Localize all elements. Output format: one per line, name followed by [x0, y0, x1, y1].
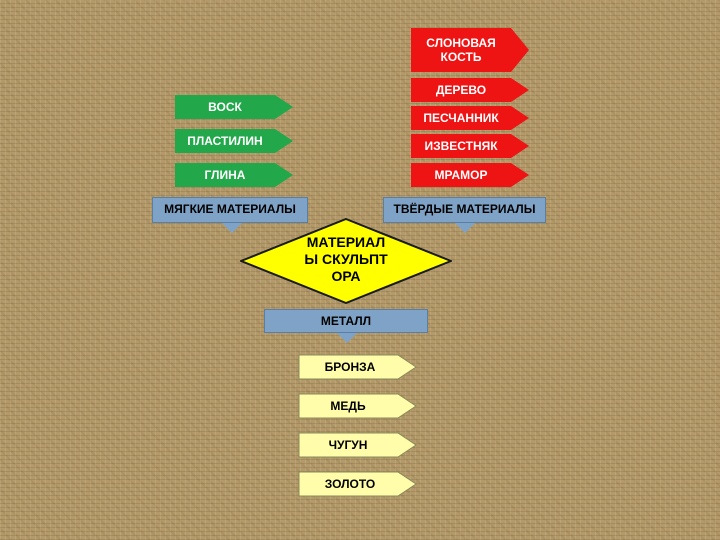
- metal-item-copper: МЕДЬ: [298, 393, 417, 419]
- soft-item-plasticine: ПЛАСТИЛИН: [175, 129, 293, 153]
- metal-item-bronze: БРОНЗА: [298, 354, 417, 380]
- soft-arrow: [222, 223, 242, 233]
- metal-item-label: БРОНЗА: [325, 360, 376, 374]
- metal-label: МЕТАЛЛ: [320, 314, 372, 328]
- hard-materials-label: ТВЁРДЫЕ МАТЕРИАЛЫ: [393, 202, 536, 216]
- hard-item-wood: ДЕРЕВО: [411, 78, 529, 102]
- metal-item-cast-iron: ЧУГУН: [298, 432, 417, 458]
- hard-arrow: [455, 223, 475, 233]
- hard-item-ivory: СЛОНОВАЯ КОСТЬ: [411, 28, 529, 72]
- soft-item-label: ВОСК: [208, 100, 242, 114]
- metal-item-gold: ЗОЛОТО: [298, 471, 417, 497]
- center-node: МАТЕРИАЛЫ СКУЛЬПТОРА: [238, 217, 454, 305]
- hard-item-label: МРАМОР: [434, 168, 488, 182]
- hard-item-label: ИЗВЕСТНЯК: [424, 139, 498, 153]
- soft-item-wax: ВОСК: [175, 95, 293, 119]
- metal-item-label: ЧУГУН: [329, 438, 368, 452]
- hard-item-sandstone: ПЕСЧАННИК: [411, 106, 529, 130]
- metal-arrow: [337, 333, 357, 343]
- hard-materials-box: ТВЁРДЫЕ МАТЕРИАЛЫ: [383, 197, 546, 223]
- soft-item-clay: ГЛИНА: [175, 163, 293, 187]
- hard-item-label: СЛОНОВАЯ КОСТЬ: [426, 36, 496, 64]
- soft-item-label: ПЛАСТИЛИН: [187, 134, 263, 148]
- soft-materials-box: МЯГКИЕ МАТЕРИАЛЫ: [152, 197, 308, 223]
- hard-item-limestone: ИЗВЕСТНЯК: [411, 134, 529, 158]
- hard-item-label: ПЕСЧАННИК: [423, 111, 499, 125]
- metal-box: МЕТАЛЛ: [264, 309, 428, 333]
- hard-item-marble: МРАМОР: [411, 163, 529, 187]
- metal-item-label: МЕДЬ: [330, 399, 366, 413]
- soft-item-label: ГЛИНА: [204, 168, 246, 182]
- diamond-shape: [238, 217, 454, 305]
- metal-item-label: ЗОЛОТО: [325, 477, 376, 491]
- center-label: МАТЕРИАЛЫ СКУЛЬПТОРА: [304, 234, 388, 284]
- soft-materials-label: МЯГКИЕ МАТЕРИАЛЫ: [164, 202, 296, 216]
- hard-item-label: ДЕРЕВО: [435, 83, 487, 97]
